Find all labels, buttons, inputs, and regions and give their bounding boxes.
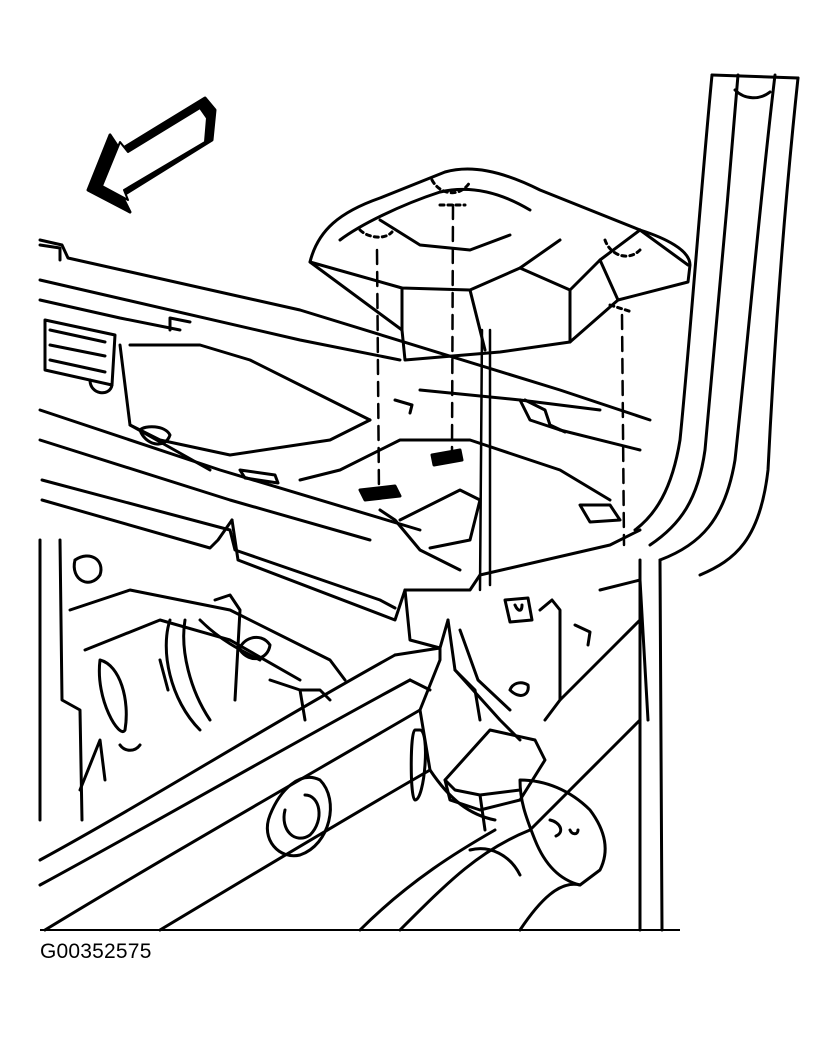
alignment-lines (375, 203, 626, 592)
front-direction-arrow (86, 96, 217, 214)
lower-right-panel (358, 578, 650, 932)
figure-id-label: G00352575 (40, 940, 152, 963)
a-pillar (633, 73, 800, 932)
support-bracket (409, 596, 592, 832)
lower-inner-structure (38, 538, 347, 822)
front-rail (38, 646, 497, 932)
upper-cowl-panel (38, 238, 652, 650)
